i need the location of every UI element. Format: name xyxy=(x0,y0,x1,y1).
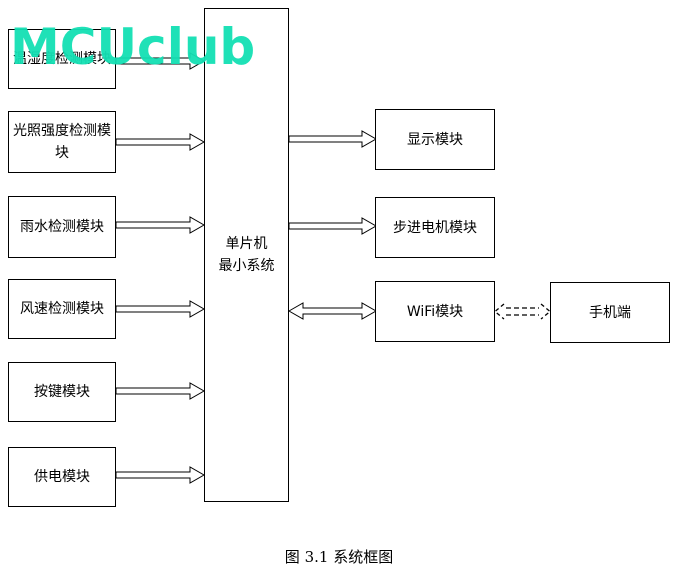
arrow-wind xyxy=(115,300,206,318)
label-stepper: 步进电机模块 xyxy=(393,219,477,236)
label-temp-humidity: 温湿度检测模块 xyxy=(13,51,111,67)
label-wind: 风速检测模块 xyxy=(20,301,104,317)
arrow-light xyxy=(115,133,206,151)
box-key: 按键模块 xyxy=(8,362,116,422)
figure-caption: 图 3.1 系统框图 xyxy=(284,548,394,566)
box-wind: 风速检测模块 xyxy=(8,279,116,339)
label-power: 供电模块 xyxy=(34,469,90,485)
arrow-key xyxy=(115,382,206,400)
box-phone: 手机端 xyxy=(550,282,670,343)
box-power: 供电模块 xyxy=(8,447,116,507)
box-stepper: 步进电机模块 xyxy=(375,197,495,258)
label-wifi: WiFi模块 xyxy=(406,303,464,320)
box-light: 光照强度检测模块 xyxy=(8,111,116,173)
box-wifi: WiFi模块 xyxy=(375,281,495,342)
box-rain: 雨水检测模块 xyxy=(8,196,116,258)
label-display: 显示模块 xyxy=(407,131,463,148)
arrow-temp-humidity xyxy=(115,52,206,70)
arrow-wifi-bidirectional xyxy=(287,302,378,320)
arrow-wireless-dashed xyxy=(493,303,552,320)
arrow-power xyxy=(115,466,206,484)
box-display: 显示模块 xyxy=(375,109,495,170)
box-temp-humidity: 温湿度检测模块 xyxy=(8,29,116,89)
arrow-rain xyxy=(115,216,206,234)
label-mcu-line2: 最小系统 xyxy=(218,258,275,274)
label-light: 光照强度检测模块 xyxy=(13,123,111,161)
arrow-display xyxy=(288,130,378,148)
label-key: 按键模块 xyxy=(34,384,90,400)
label-mcu-line1: 单片机 xyxy=(225,236,268,252)
arrow-stepper xyxy=(288,217,378,235)
label-rain: 雨水检测模块 xyxy=(20,219,104,235)
box-mcu: 单片机 最小系统 xyxy=(204,8,289,502)
label-phone: 手机端 xyxy=(589,304,631,321)
